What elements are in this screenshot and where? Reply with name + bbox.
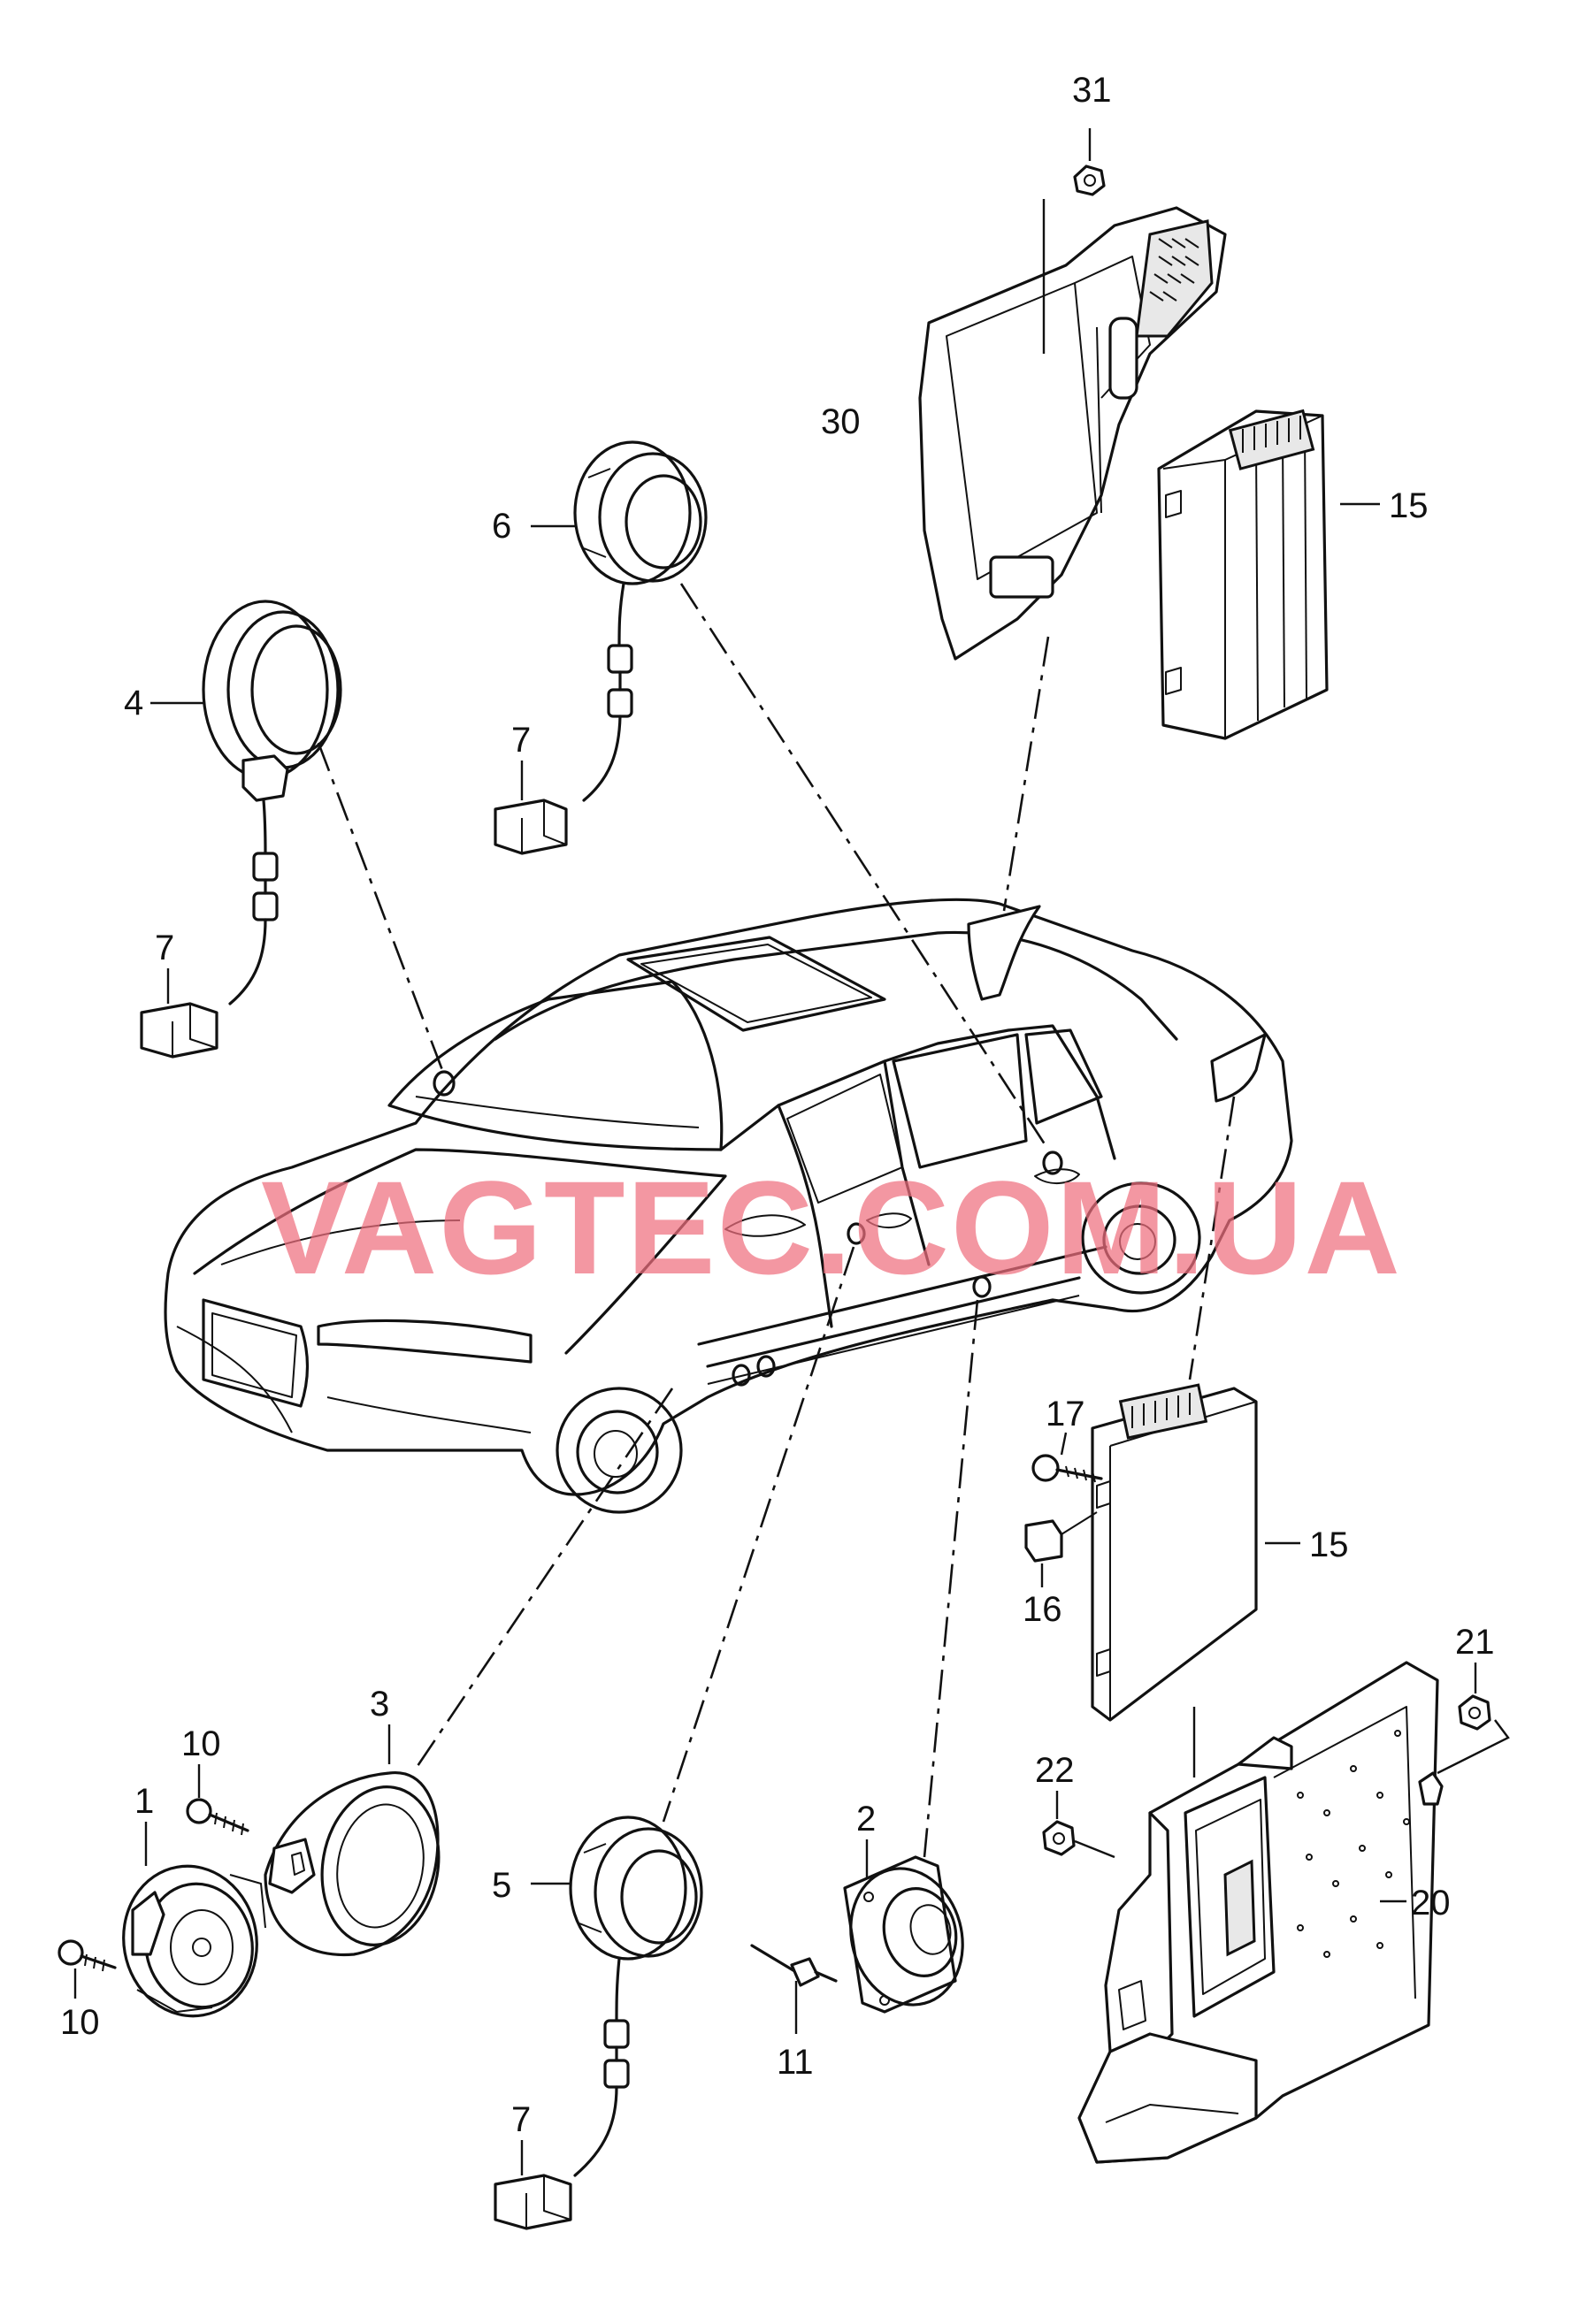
screw-part-10-lower [57, 1939, 117, 1999]
callout-15-lower: 15 [1309, 1525, 1349, 1564]
mounting-plate-part-20 [1077, 1661, 1444, 2164]
amplifier-part-15-lower [1091, 1383, 1300, 1722]
callout-4: 4 [124, 684, 143, 722]
clip-part-16 [1024, 1511, 1098, 1587]
dashed-leaders [317, 583, 1236, 1858]
bracket-housing-part-30 [918, 206, 1227, 661]
callout-11: 11 [777, 2043, 814, 2082]
callout-17: 17 [1046, 1395, 1085, 1433]
nut-part-22 [1042, 1791, 1115, 1859]
callout-5: 5 [492, 1866, 511, 1905]
callout-22: 22 [1035, 1751, 1075, 1790]
callout-7-upper: 7 [511, 721, 531, 760]
speaker-part-2 [843, 1839, 964, 2014]
callout-20: 20 [1411, 1884, 1451, 1923]
callout-6: 6 [492, 507, 511, 546]
callout-7-lower: 7 [511, 2100, 531, 2139]
rivet-part-11 [750, 1944, 838, 2034]
speaker-part-3 [264, 1724, 441, 1957]
callout-15-upper: 15 [1389, 486, 1429, 525]
nut-part-31 [1042, 128, 1106, 354]
callout-16: 16 [1023, 1590, 1062, 1629]
callout-30: 30 [821, 402, 861, 441]
callout-10-upper: 10 [181, 1724, 221, 1763]
screw-part-10-upper [186, 1764, 249, 1836]
callout-7-left: 7 [155, 929, 174, 967]
watermark-text: VAGTEC.COM.UA [261, 1153, 1402, 1302]
connector-part-7-left [140, 968, 218, 1059]
speaker-part-1 [122, 1822, 266, 2018]
speaker-part-4 [150, 600, 342, 1005]
nut-part-21 [1437, 1663, 1510, 1775]
callout-labels: 31 30 15 6 4 7 7 17 15 16 21 10 3 1 10 2… [60, 71, 1495, 2139]
speaker-part-6 [531, 440, 708, 802]
car-body [164, 898, 1293, 1514]
connector-part-7-lower [494, 2140, 572, 2230]
callout-1: 1 [134, 1782, 154, 1821]
screw-part-17 [1031, 1432, 1103, 1483]
callout-31: 31 [1072, 71, 1112, 110]
amplifier-part-15-upper [1157, 409, 1380, 740]
connector-part-7-upper [494, 761, 568, 855]
callout-3: 3 [370, 1685, 389, 1724]
speaker-part-5 [531, 1816, 703, 2177]
callout-2: 2 [856, 1800, 876, 1839]
callout-21: 21 [1455, 1623, 1495, 1662]
callout-10-lower: 10 [60, 2003, 100, 2042]
